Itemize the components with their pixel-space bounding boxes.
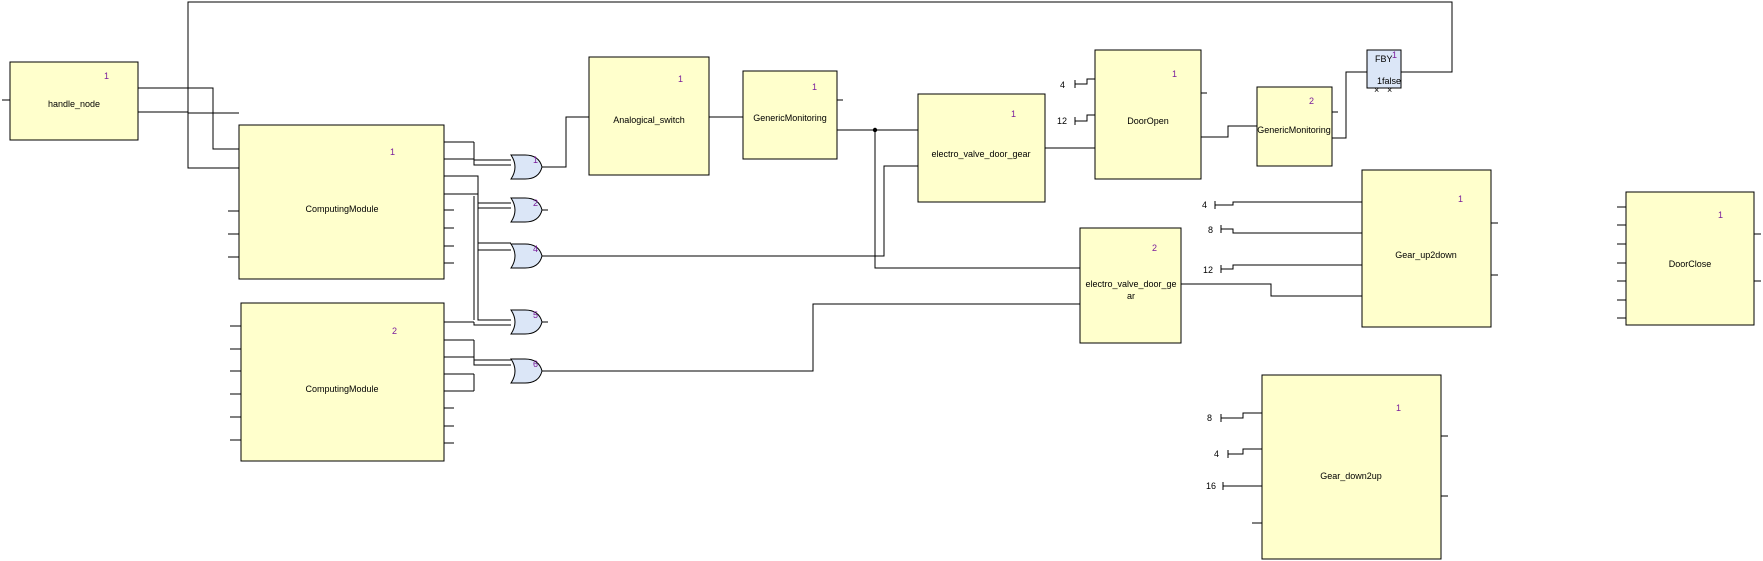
- wire-junction-dot: [872, 127, 878, 133]
- const-down2up-2[interactable]: 4: [1214, 449, 1219, 459]
- fby-init-value: 1false: [1377, 76, 1401, 86]
- wire-g1-switch: [542, 116, 589, 168]
- electro-valve-2-label-line2: ar: [1127, 291, 1135, 301]
- wire-g6-ev2: [542, 303, 1080, 372]
- const-up2down-3[interactable]: 12: [1203, 265, 1213, 275]
- wire-bus-c: [477, 194, 511, 321]
- wires: [2, 1, 1761, 524]
- generic-monitoring-2-index: 2: [1309, 96, 1314, 106]
- or-gate-2[interactable]: 2: [510, 197, 543, 223]
- door-close-index: 1: [1718, 210, 1723, 220]
- block-generic-monitoring-1[interactable]: GenericMonitoring 1: [742, 70, 838, 160]
- wire-cm2-bus-c: [473, 357, 511, 366]
- gate-1-index: 1: [533, 155, 538, 165]
- block-gear-down2up[interactable]: Gear_down2up 1: [1261, 374, 1442, 560]
- or-gate-1[interactable]: 1: [510, 154, 543, 180]
- const-door-open-1[interactable]: 4: [1060, 80, 1065, 90]
- wire-const-4-down2up: [1228, 448, 1262, 455]
- block-gear-up2down[interactable]: Gear_up2down 1: [1361, 169, 1492, 328]
- gear-down2up-label: Gear_down2up: [1320, 471, 1382, 481]
- wire-bus-a: [473, 159, 511, 166]
- gates: 1 2 4 5 6: [510, 154, 543, 384]
- wire-const-8-down2up: [1221, 412, 1262, 419]
- analogical-switch-label: Analogical_switch: [613, 115, 685, 125]
- gate-5-index: 5: [533, 310, 538, 320]
- block-door-close[interactable]: DoorClose 1: [1625, 191, 1755, 326]
- gate-4-index: 4: [533, 244, 538, 254]
- wire-ev2-up2down: [1181, 283, 1362, 297]
- cm2-index: 2: [392, 326, 397, 336]
- block-computing-module-1[interactable]: ComputingModule 1: [238, 124, 445, 280]
- wire-handle-out1: [138, 87, 239, 150]
- electro-valve-1-index: 1: [1011, 109, 1016, 119]
- door-open-index: 1: [1172, 69, 1177, 79]
- fby-x-mark-2: ×: [1387, 85, 1392, 95]
- fby-index: 1: [1392, 50, 1397, 60]
- block-computing-module-2[interactable]: ComputingModule 2: [240, 302, 445, 462]
- handle-node-index: 1: [104, 71, 109, 81]
- electro-valve-2-index: 2: [1152, 243, 1157, 253]
- gear-down2up-index: 1: [1396, 403, 1401, 413]
- fby-x-mark-1: ×: [1374, 85, 1379, 95]
- block-analogical-switch[interactable]: Analogical_switch 1: [588, 56, 710, 176]
- wire-handle-out2: [138, 111, 239, 169]
- const-down2up-3[interactable]: 16: [1206, 481, 1216, 491]
- wire-const-12-dooropen: [1075, 114, 1095, 122]
- or-gate-6[interactable]: 6: [510, 358, 543, 384]
- block-handle-node[interactable]: handle_node 1: [9, 61, 139, 141]
- constants: 4 12 4 8 12 8 4 16: [1057, 80, 1219, 491]
- const-down2up-1[interactable]: 8: [1207, 413, 1212, 423]
- wire-bus-d: [473, 142, 511, 161]
- block-door-open[interactable]: DoorOpen 1: [1094, 49, 1202, 180]
- block-electro-valve-door-gear-2[interactable]: electro_valve_door_ge ar 2: [1079, 227, 1182, 344]
- wire-gm1-ev2: [874, 130, 1080, 269]
- generic-monitoring-1-index: 1: [812, 82, 817, 92]
- or-gate-5[interactable]: 5: [510, 309, 543, 335]
- const-up2down-2[interactable]: 8: [1208, 225, 1213, 235]
- wire-const-4-dooropen: [1075, 78, 1095, 85]
- gate-6-index: 6: [533, 359, 538, 369]
- gear-up2down-index: 1: [1458, 194, 1463, 204]
- wire-dooropen-gm2: [1201, 125, 1257, 138]
- generic-monitoring-1-label: GenericMonitoring: [753, 113, 827, 123]
- wire-cm2-bus-a: [473, 322, 511, 326]
- gate-2-index: 2: [533, 198, 538, 208]
- door-open-label: DoorOpen: [1127, 116, 1169, 126]
- wire-const-12-up2down: [1221, 264, 1362, 270]
- cm1-label: ComputingModule: [305, 204, 378, 214]
- electro-valve-2-label-line1: electro_valve_door_ge: [1085, 279, 1176, 289]
- electro-valve-1-label: electro_valve_door_gear: [931, 149, 1030, 159]
- analogical-switch-index: 1: [678, 74, 683, 84]
- wire-const-4-up2down: [1215, 201, 1362, 206]
- fby-label: FBY: [1375, 54, 1393, 64]
- block-electro-valve-door-gear-1[interactable]: electro_valve_door_gear 1: [917, 93, 1046, 203]
- wire-fby-feedback: [187, 1, 1453, 114]
- wire-bus-b: [474, 175, 511, 204]
- handle-node-label: handle_node: [48, 99, 100, 109]
- const-door-open-2[interactable]: 12: [1057, 116, 1067, 126]
- const-up2down-1[interactable]: 4: [1202, 200, 1207, 210]
- wire-const-8-up2down: [1221, 228, 1362, 234]
- generic-monitoring-2-label: GenericMonitoring: [1257, 125, 1331, 135]
- door-close-label: DoorClose: [1669, 259, 1712, 269]
- cm1-index: 1: [390, 147, 395, 157]
- or-gate-4[interactable]: 4: [510, 243, 543, 269]
- cm2-label: ComputingModule: [305, 384, 378, 394]
- wire-cm2-bus-b: [473, 340, 511, 361]
- wire-g4-ev1: [542, 165, 918, 257]
- block-generic-monitoring-2[interactable]: GenericMonitoring 2: [1256, 86, 1333, 167]
- wire-gm2-fby: [1332, 71, 1367, 139]
- gear-up2down-label: Gear_up2down: [1395, 250, 1457, 260]
- block-fby[interactable]: FBY 1 1false × ×: [1366, 49, 1402, 95]
